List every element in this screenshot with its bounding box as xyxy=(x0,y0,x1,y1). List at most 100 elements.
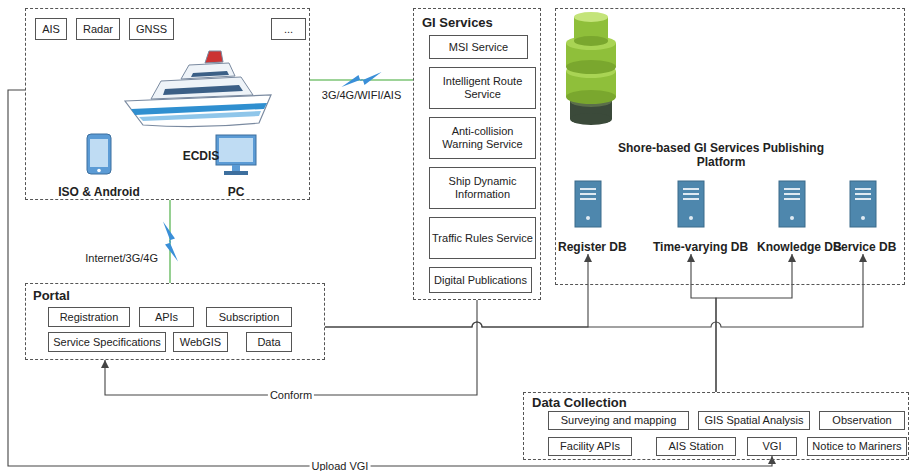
icon-label: Service DB xyxy=(833,240,893,254)
box-label: Digital Publications xyxy=(434,274,527,287)
arrow-head xyxy=(584,254,592,262)
box-label: AIS Station xyxy=(668,440,723,453)
box-label: Service Specifications xyxy=(53,336,161,349)
connector-line xyxy=(325,254,863,327)
connector-label: Conform xyxy=(268,389,314,401)
box-label: GNSS xyxy=(136,23,167,36)
arrow-head xyxy=(101,360,109,368)
box-label: Registration xyxy=(60,311,119,324)
connector xyxy=(325,254,867,327)
icon-node: Register DB xyxy=(558,176,618,254)
arrow-head xyxy=(859,254,867,262)
service-box: Facility APIs xyxy=(548,437,632,456)
service-box: ... xyxy=(271,18,306,40)
service-box: GIS Spatial Analysis xyxy=(698,411,810,430)
box-label: Facility APIs xyxy=(560,440,620,453)
wireless-bolt xyxy=(342,72,382,87)
box-label: Anti-collision Warning Service xyxy=(430,125,535,151)
service-box: Radar xyxy=(76,18,120,40)
box-label: MSI Service xyxy=(449,41,508,54)
service-box: AIS Station xyxy=(656,437,736,456)
connector xyxy=(687,254,716,392)
group-frame: Data CollectionSurveying and mapping GIS … xyxy=(523,392,909,460)
box-label: Observation xyxy=(832,414,891,427)
service-box: GNSS xyxy=(129,18,174,40)
connector xyxy=(325,254,592,327)
connector xyxy=(163,200,178,283)
box-label: Data xyxy=(257,336,280,349)
pc-icon xyxy=(214,133,258,177)
icon-label: ISO & Android xyxy=(49,185,149,199)
service-box: Registration xyxy=(48,307,130,327)
icon-label: Register DB xyxy=(558,240,618,254)
box-label: VGI xyxy=(763,440,782,453)
arrow-head xyxy=(768,456,776,464)
service-box: WebGIS xyxy=(173,332,228,352)
service-box: Intelligent Route Service xyxy=(429,67,536,109)
box-label: WebGIS xyxy=(180,336,221,349)
db-server-icon xyxy=(777,180,807,228)
platform-cylinder-icon xyxy=(556,9,626,127)
box-label: APIs xyxy=(155,311,178,324)
box-label: Notice to Mariners xyxy=(812,440,901,453)
service-box: Digital Publications xyxy=(429,267,532,293)
connector xyxy=(310,72,413,87)
service-box: Surveying and mapping xyxy=(548,411,689,430)
box-label: Surveying and mapping xyxy=(561,414,677,427)
service-box: Ship Dynamic Information xyxy=(429,167,536,209)
connector-line xyxy=(716,254,792,392)
icon-node: ISO & Android xyxy=(49,129,149,199)
icon-node: Time-varying DB xyxy=(653,176,729,254)
group-frame: Shore-based GI Services Publishing Platf… xyxy=(555,8,905,285)
group-heading: Shore-based GI Services Publishing Platf… xyxy=(606,141,836,169)
db-server-icon xyxy=(848,180,878,228)
box-label: GIS Spatial Analysis xyxy=(704,414,803,427)
service-box: Anti-collision Warning Service xyxy=(429,117,536,159)
service-box: Subscription xyxy=(206,307,292,327)
icon-label: Time-varying DB xyxy=(653,240,729,254)
service-box: Observation xyxy=(819,411,905,430)
box-label: Subscription xyxy=(219,311,280,324)
service-box: Data xyxy=(246,332,292,352)
phone-icon xyxy=(86,133,112,175)
group-heading: Data Collection xyxy=(532,395,627,410)
connector-label: 3G/4G/WIFI/AIS xyxy=(320,89,403,101)
db-server-icon xyxy=(573,180,603,228)
icon-node: Knowledge DB xyxy=(757,176,827,254)
box-label: Intelligent Route Service xyxy=(430,75,535,101)
icon-node: Service DB xyxy=(833,176,893,254)
group-frame: AIS Radar GNSS... ECDIS ISO & Android PC xyxy=(25,8,310,200)
arrow-head xyxy=(687,254,695,262)
box-label: Traffic Rules Service xyxy=(432,232,533,245)
service-box: Traffic Rules Service xyxy=(429,217,536,259)
db-server-icon xyxy=(676,180,706,228)
icon-node: PC xyxy=(201,129,271,199)
service-box: MSI Service xyxy=(429,35,528,59)
group-frame: GI ServicesMSI ServiceIntelligent Route … xyxy=(413,8,541,300)
box-label: Radar xyxy=(83,23,113,36)
service-box: APIs xyxy=(139,307,194,327)
group-heading: GI Services xyxy=(422,15,493,30)
icon-node: ECDIS xyxy=(116,43,286,163)
icon-label: ECDIS xyxy=(116,149,286,163)
connector-label: Upload VGI xyxy=(310,460,371,471)
connector-line xyxy=(691,254,716,392)
box-label: ... xyxy=(284,23,293,36)
service-box: Notice to Mariners xyxy=(807,437,907,456)
wireless-bolt xyxy=(163,222,178,262)
group-heading: Portal xyxy=(33,288,70,303)
group-frame: PortalRegistration APIs SubscriptionServic… xyxy=(25,283,325,360)
connector-line xyxy=(325,254,588,327)
box-label: Ship Dynamic Information xyxy=(430,175,535,201)
service-box: AIS xyxy=(35,18,67,40)
connector-label: Internet/3G/4G xyxy=(83,252,160,264)
connector xyxy=(716,254,796,392)
service-box: Service Specifications xyxy=(48,332,166,352)
icon-label: Knowledge DB xyxy=(757,240,827,254)
arrow-head xyxy=(788,254,796,262)
icon-label: PC xyxy=(201,185,271,199)
box-label: AIS xyxy=(42,23,60,36)
ship-illustration xyxy=(121,43,281,138)
service-box: VGI xyxy=(747,437,797,456)
